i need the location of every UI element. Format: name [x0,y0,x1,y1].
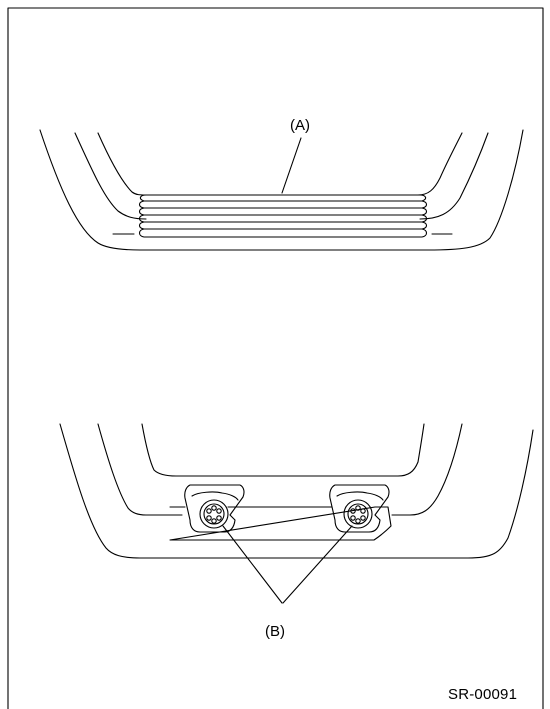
middle-contour-top [74,132,147,220]
middle-contour-bottom [97,423,183,516]
leader-b-right [282,525,353,604]
figure-code: SR-00091 [448,686,518,703]
middle-contour-bottom-right [391,423,463,516]
inner-contour-top [97,132,147,196]
callout-label-b: (B) [265,623,285,640]
leader-a [281,137,302,194]
bracket-plate [169,506,392,541]
callout-label-a: (A) [290,117,310,134]
clip-left-inner [191,491,239,501]
inner-contour-top-right [417,132,463,196]
figure-border [7,7,544,709]
clip-right-inner [336,491,384,501]
leader-b-left [222,525,283,604]
upper-view [39,129,524,251]
inner-plate-top [141,423,425,477]
bolt-left [199,499,229,529]
strap-plies [138,194,428,238]
clip-left-body [184,484,245,533]
outer-contour-bottom [59,423,534,559]
middle-contour-top-right [419,132,489,220]
bolt-right [343,499,373,529]
clip-right-body [329,484,390,533]
outer-contour-top [39,129,524,251]
lower-view [59,423,534,604]
